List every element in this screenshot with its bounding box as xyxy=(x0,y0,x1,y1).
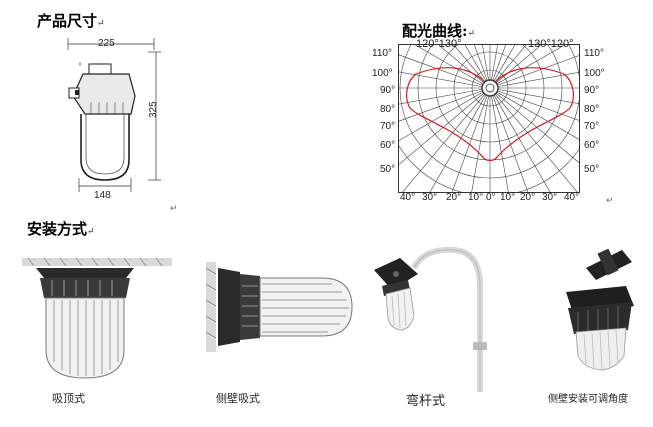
polar-spoke xyxy=(464,45,487,82)
product-size-heading: 产品尺寸↵ xyxy=(37,12,105,30)
wall-mount-caption: 侧壁吸式 xyxy=(216,392,260,405)
polar-spoke xyxy=(494,93,578,192)
width-dimension: 225 xyxy=(98,38,115,49)
polar-spoke xyxy=(399,92,485,165)
polar-spoke xyxy=(438,45,485,84)
polar-spoke xyxy=(399,89,483,105)
angle-label: 110° xyxy=(372,48,392,59)
wall-mount-illustration xyxy=(205,262,353,352)
polar-spoke xyxy=(491,45,498,81)
angle-label: 50° xyxy=(584,164,600,175)
light-curve xyxy=(406,67,574,162)
angle-label: 70° xyxy=(380,121,396,132)
top-right-angle-labels: 130°120° xyxy=(528,38,574,50)
dimension-drawing xyxy=(67,38,161,192)
angle-label: 70° xyxy=(584,121,600,132)
angle-label: 90° xyxy=(584,85,600,96)
angle-label: 20° xyxy=(520,192,536,203)
return-mark: ↵ xyxy=(170,204,178,214)
polar-spoke xyxy=(495,45,542,84)
bent-pole-caption: 弯杆式 xyxy=(406,394,446,409)
ceiling-mount-illustration xyxy=(22,257,172,379)
polar-spoke xyxy=(497,90,579,121)
angle-label: 50° xyxy=(380,164,396,175)
polar-spoke xyxy=(474,45,488,81)
polar-spoke xyxy=(399,90,483,122)
height-dimension: 325 xyxy=(148,101,159,118)
light-curve-heading: 配光曲线:↵ xyxy=(402,22,476,40)
polar-spoke xyxy=(497,55,579,86)
angle-label: 80° xyxy=(584,104,600,115)
polar-spoke xyxy=(399,54,483,86)
return-mark: ↵ xyxy=(606,196,614,206)
install-method-heading: 安装方式↵ xyxy=(27,220,95,238)
polar-spoke xyxy=(429,94,487,192)
polar-spoke xyxy=(399,91,484,141)
adjustable-wall-caption: 侧壁安装可调角度 xyxy=(548,394,628,405)
ceiling-mount-caption: 吸顶式 xyxy=(52,392,85,405)
polar-spoke xyxy=(497,89,579,104)
angle-label: 40° xyxy=(400,192,416,203)
angle-label: 80° xyxy=(380,104,396,115)
angle-label: 30° xyxy=(422,192,438,203)
angle-label: 10° xyxy=(468,192,484,203)
polar-spoke xyxy=(492,45,506,81)
bottom-angle-labels: 40° 30° 20° 10° 0° 10° 20° 30° 40° xyxy=(400,192,584,206)
top-left-angle-labels: 120°130° xyxy=(416,38,462,50)
polar-center xyxy=(481,79,499,97)
polar-spoke xyxy=(471,95,489,192)
polar-spoke xyxy=(494,45,527,83)
polar-spoke xyxy=(399,71,483,87)
angle-label: 20° xyxy=(446,192,462,203)
angle-label: 40° xyxy=(564,192,580,203)
angle-label: 60° xyxy=(380,140,396,151)
polar-spoke xyxy=(496,91,579,140)
polar-spoke xyxy=(453,45,486,83)
angle-label: 0° xyxy=(486,192,496,203)
polar-spoke xyxy=(482,45,489,81)
polar-spoke xyxy=(495,92,579,164)
polar-spoke xyxy=(493,45,516,82)
polar-spoke xyxy=(402,93,486,192)
base-dimension: 148 xyxy=(94,190,111,201)
adjustable-wall-mount-photo xyxy=(556,246,640,372)
polar-spoke xyxy=(492,95,529,192)
polar-spoke xyxy=(493,94,551,192)
angle-label: 100° xyxy=(372,68,393,79)
angle-label: 90° xyxy=(380,85,396,96)
bent-pole-illustration xyxy=(374,246,487,392)
polar-spoke xyxy=(497,72,579,87)
angle-label: 10° xyxy=(500,192,516,203)
polar-spoke xyxy=(491,95,509,192)
polar-distribution-chart xyxy=(398,44,580,193)
angle-label: 100° xyxy=(584,68,605,79)
angle-label: 110° xyxy=(584,48,604,59)
angle-label: 30° xyxy=(542,192,558,203)
lamp-side-view xyxy=(68,63,136,181)
angle-label: 60° xyxy=(584,140,600,151)
polar-spoke xyxy=(451,95,488,192)
